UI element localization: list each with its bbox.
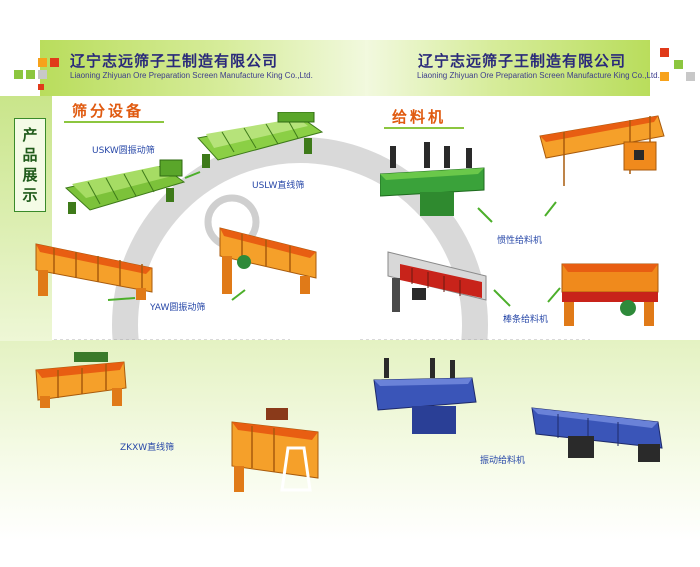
vibrating-feeder-image-right bbox=[531, 407, 663, 462]
label-yaw: YAW圆振动筛 bbox=[150, 303, 206, 313]
zkxw-screen-image-left bbox=[35, 352, 127, 408]
arrow-inertia-left bbox=[477, 207, 493, 223]
deco-square bbox=[14, 70, 23, 79]
header-band-right bbox=[365, 40, 650, 96]
arrow-bar-right bbox=[547, 287, 561, 303]
section-underline bbox=[384, 127, 464, 129]
section-underline bbox=[64, 121, 164, 123]
bar-feeder-image-right bbox=[561, 263, 659, 326]
deco-square bbox=[26, 70, 35, 79]
arrow-uskw bbox=[184, 171, 201, 179]
company-name-en-left: Liaoning Zhiyuan Ore Preparation Screen … bbox=[70, 71, 313, 80]
label-inertia: 惯性给料机 bbox=[497, 236, 543, 246]
label-uskw: USKW圆振动筛 bbox=[92, 146, 155, 156]
deco-square bbox=[50, 58, 59, 67]
label-uslw: USLW直线筛 bbox=[252, 181, 305, 191]
company-name-en-right: Liaoning Zhiyuan Ore Preparation Screen … bbox=[417, 71, 660, 80]
deco-square bbox=[38, 84, 44, 90]
label-zkxw: ZKXW直线筛 bbox=[120, 443, 175, 453]
company-name-cn-left: 辽宁志远筛子王制造有限公司 bbox=[70, 52, 279, 70]
sidebar-title: 产 品 展 示 bbox=[14, 118, 46, 212]
inertia-feeder-image-left bbox=[380, 142, 485, 216]
company-name-cn-right: 辽宁志远筛子王制造有限公司 bbox=[418, 52, 627, 70]
sidebar-title-char: 示 bbox=[22, 186, 38, 204]
section-title-screens: 筛分设备 bbox=[72, 102, 145, 120]
sidebar-title-char: 品 bbox=[22, 146, 38, 164]
deco-square bbox=[674, 60, 683, 69]
yaw-screen-image-left bbox=[35, 243, 153, 300]
deco-square bbox=[38, 70, 47, 79]
deco-square bbox=[660, 72, 669, 81]
arrow-yaw-left bbox=[107, 297, 136, 301]
arrow-yaw-right bbox=[231, 289, 246, 301]
header-band-left bbox=[40, 40, 370, 96]
deco-square bbox=[38, 58, 47, 67]
sidebar-title-char: 产 bbox=[22, 126, 38, 144]
zkxw-screen-image-right bbox=[231, 408, 319, 492]
label-vibrating: 振动给料机 bbox=[480, 456, 526, 466]
sidebar-title-char: 展 bbox=[22, 166, 38, 184]
yaw-screen-image-right bbox=[219, 227, 317, 294]
deco-square bbox=[660, 48, 669, 57]
deco-square bbox=[686, 72, 695, 81]
vibrating-feeder-image-left bbox=[373, 358, 477, 434]
bar-feeder-image-left bbox=[387, 251, 487, 312]
inertia-feeder-image-right bbox=[539, 115, 665, 186]
uskw-screen-image bbox=[64, 159, 186, 214]
arrow-inertia-right bbox=[544, 201, 557, 217]
uslw-screen-image bbox=[197, 112, 324, 168]
label-bar: 棒条给料机 bbox=[503, 315, 549, 325]
section-title-feeders: 给料机 bbox=[392, 108, 447, 126]
arrow-bar-left bbox=[493, 289, 511, 307]
